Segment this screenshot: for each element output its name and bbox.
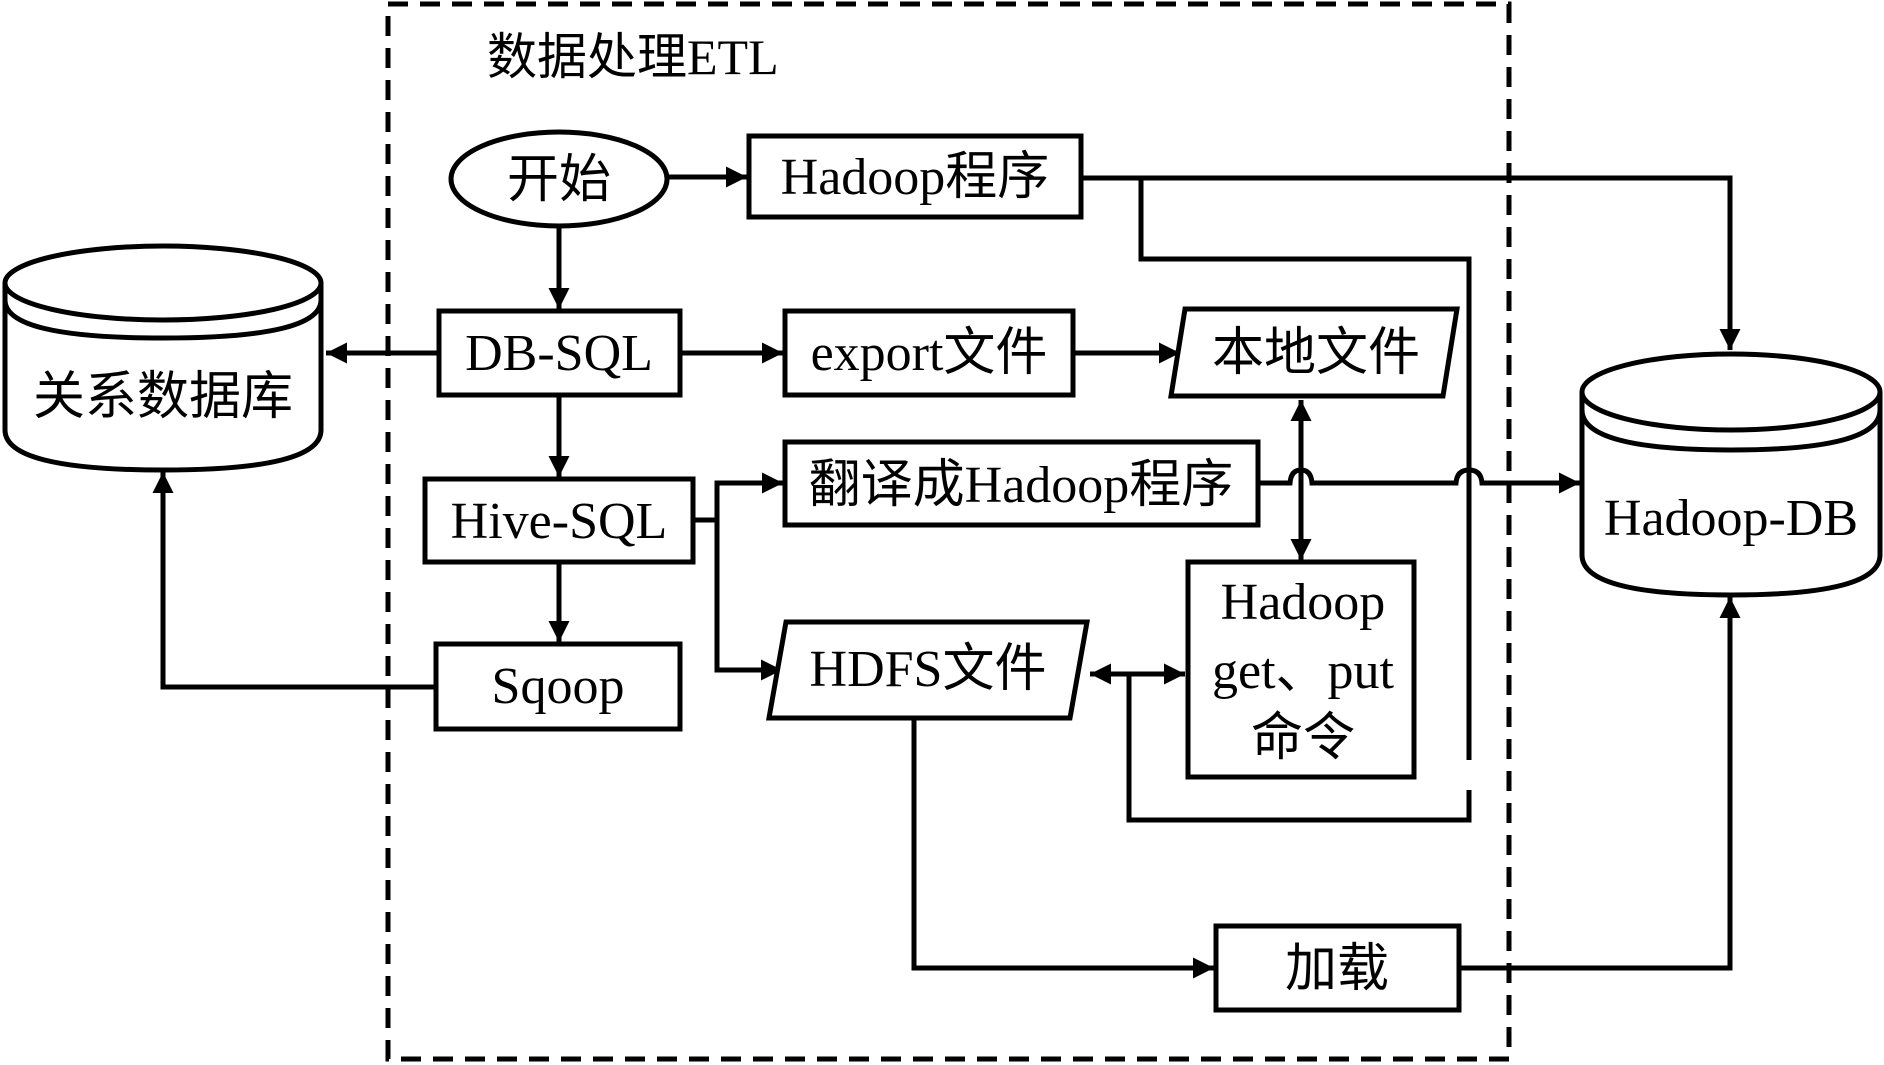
node-translate-label: 翻译成Hadoop程序 [809, 457, 1234, 514]
node-db-sql-label: DB-SQL [465, 325, 653, 382]
edge-load-hadoop-db [1459, 597, 1741, 971]
node-sqoop [433, 641, 683, 732]
node-hadoop-db: Hadoop-DB [1579, 351, 1883, 598]
node-relational-db: 关系数据库 [2, 243, 324, 473]
node-local-file [1168, 306, 1460, 399]
node-start-label: 开始 [507, 152, 611, 209]
node-translate [782, 439, 1261, 528]
node-sqoop-label: Sqoop [492, 658, 625, 715]
node-load [1213, 923, 1462, 1013]
edge-hadoop-program-cmd-loop [1138, 178, 1472, 760]
node-hdfs-file [766, 619, 1090, 721]
node-hdfs-file-label: HDFS文件 [810, 641, 1047, 698]
node-local-file-label: 本地文件 [1212, 325, 1420, 382]
node-hadoop-cmd-line3: 命令 [1251, 709, 1355, 767]
node-db-sql [436, 308, 683, 398]
node-hadoop-cmd-line2: get、put [1212, 643, 1395, 700]
edge-hive-sql-hdfs [714, 520, 782, 681]
etl-group-boundary [385, 1, 1512, 1062]
node-relational-db-label: 关系数据库 [33, 369, 293, 426]
edge-cmd-loop-return [1126, 663, 1472, 823]
edge-hdfs-load [911, 718, 1214, 979]
connectors [152, 166, 1741, 979]
node-hive-sql [422, 476, 696, 565]
edge-hadoop-program-hadoop-db [1081, 175, 1741, 350]
etl-group-title: 数据处理ETL [487, 29, 779, 85]
edge-hive-sql-translate [693, 472, 783, 523]
node-export-file [782, 308, 1076, 398]
node-hadoop-program [746, 133, 1084, 220]
node-start [448, 129, 670, 229]
node-hadoop-cmd-line1: Hadoop [1221, 574, 1386, 631]
node-load-label: 加载 [1285, 941, 1389, 998]
node-hive-sql-label: Hive-SQL [451, 493, 668, 550]
node-hadoop-db-label: Hadoop-DB [1604, 490, 1858, 547]
node-export-file-label: export文件 [811, 325, 1048, 382]
edge-sqoop-relational-db [152, 472, 436, 690]
node-hadoop-cmd [1185, 559, 1417, 780]
node-hadoop-program-label: Hadoop程序 [781, 149, 1050, 206]
edge-translate-hadoop-db [1258, 467, 1580, 494]
